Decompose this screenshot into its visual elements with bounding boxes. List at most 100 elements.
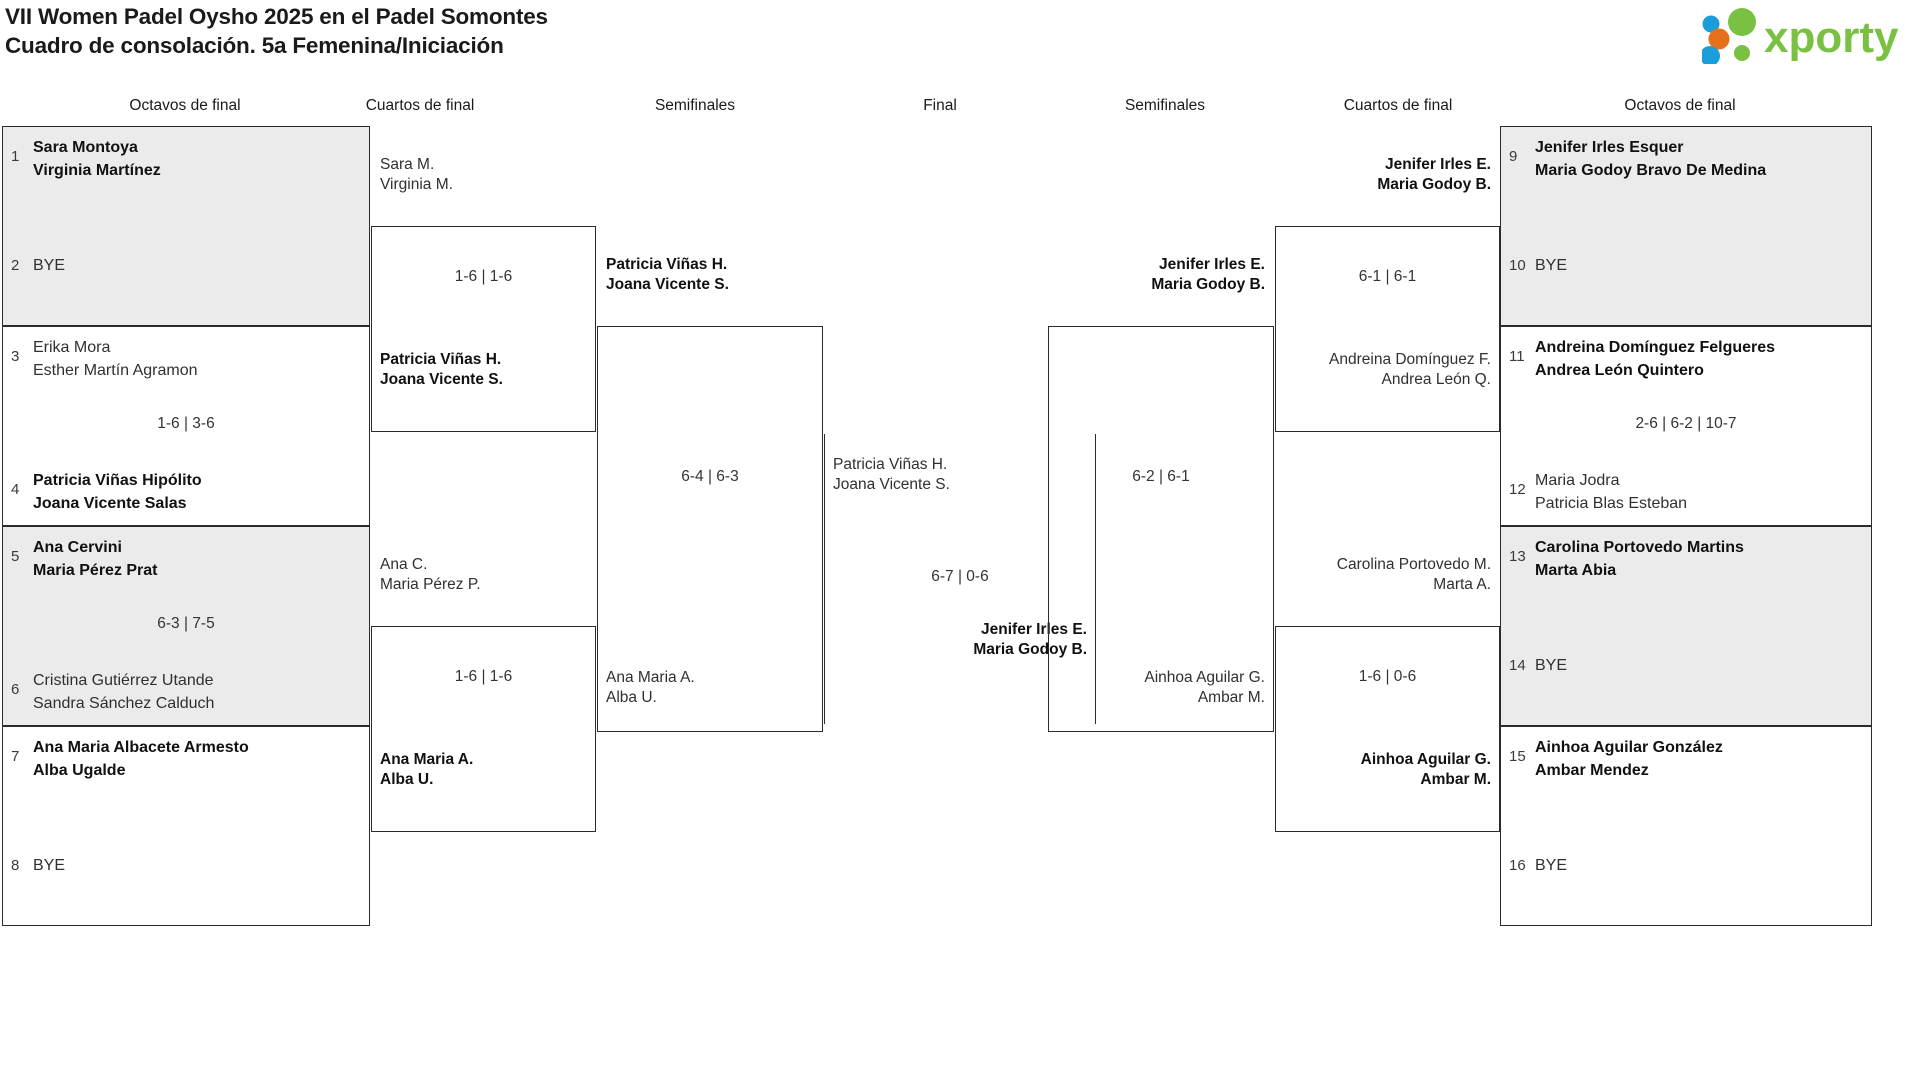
qf-box-right-1[interactable] xyxy=(1275,226,1500,432)
match-15-bottom-player[interactable]: 16 BYE xyxy=(1509,855,1863,878)
round-header-left-qf: Cuartos de final xyxy=(365,97,475,114)
match-2-top-player[interactable]: 3 Erika Mora Esther Martín Agramon xyxy=(11,337,361,382)
seed-number: 14 xyxy=(1509,657,1526,674)
player-names: Carolina Portovedo Martins Marta Abia xyxy=(1535,537,1744,582)
player-line-2: Alba Ugalde xyxy=(33,761,126,779)
qf-right-1-score: 6-1 | 6-1 xyxy=(1358,268,1417,285)
seed-number: 13 xyxy=(1509,548,1526,565)
player-line-2: Andrea León Q. xyxy=(1381,370,1491,388)
qf-left-2-top-names: Ana C. Maria Pérez P. xyxy=(380,555,481,594)
player-line-2: Alba U. xyxy=(380,770,434,788)
player-line-1: Patricia Viñas H. xyxy=(833,456,948,473)
player-line-1: Sara Montoya xyxy=(33,139,138,156)
title-line-1: VII Women Padel Oysho 2025 en el Padel S… xyxy=(5,4,548,29)
player-line-1: Jenifer Irles E. xyxy=(981,621,1087,638)
match-13-top-player[interactable]: 13 Carolina Portovedo Martins Marta Abia xyxy=(1509,537,1863,582)
player-line-2: Maria Godoy B. xyxy=(1377,175,1491,193)
qf-right-2-score: 1-6 | 0-6 xyxy=(1358,668,1417,685)
seed-number: 11 xyxy=(1509,348,1525,365)
qf-box-left-2[interactable] xyxy=(371,626,596,832)
qf-right-2-top-names: Carolina Portovedo M. Marta A. xyxy=(1275,555,1491,594)
match-4-top-player[interactable]: 7 Ana Maria Albacete Armesto Alba Ugalde xyxy=(11,737,361,782)
match-block-9[interactable]: 9 Jenifer Irles Esquer Maria Godoy Bravo… xyxy=(1500,126,1872,326)
sf-box-left[interactable] xyxy=(597,326,823,732)
qf-left-2-bottom-names: Ana Maria A. Alba U. xyxy=(380,750,473,789)
final-bottom-names: Jenifer Irles E. Maria Godoy B. xyxy=(824,620,1087,659)
match-2-bottom-player[interactable]: 4 Patricia Viñas Hipólito Joana Vicente … xyxy=(11,470,361,515)
match-1-top-player[interactable]: 1 Sara Montoya Virginia Martínez xyxy=(11,137,361,182)
player-line-2: Joana Vicente Salas xyxy=(33,494,187,512)
player-names: Andreina Domínguez Felgueres Andrea León… xyxy=(1535,337,1775,382)
final-box[interactable] xyxy=(824,434,1096,724)
qf-right-2-bottom-names: Ainhoa Aguilar G. Ambar M. xyxy=(1275,750,1491,789)
match-2-score: 1-6 | 3-6 xyxy=(157,415,215,432)
match-11-score: 2-6 | 6-2 | 10-7 xyxy=(1635,415,1737,432)
player-line-2: Virginia Martínez xyxy=(33,161,161,179)
player-line-2: Maria Pérez P. xyxy=(380,575,481,593)
player-line-2: Joana Vicente S. xyxy=(380,370,503,388)
title-line-2: Cuadro de consolación. 5a Femenina/Inici… xyxy=(5,33,504,58)
seed-number: 15 xyxy=(1509,748,1526,765)
qf-left-1-score: 1-6 | 1-6 xyxy=(454,268,513,285)
sf-left-top-names: Patricia Viñas H. Joana Vicente S. xyxy=(606,255,729,294)
seed-number: 5 xyxy=(11,548,20,565)
player-line-2: Marta Abia xyxy=(1535,561,1617,579)
player-line-1: Erika Mora xyxy=(33,339,111,356)
match-block-2[interactable]: 3 Erika Mora Esther Martín Agramon 1-6 |… xyxy=(2,326,370,526)
seed-number: 3 xyxy=(11,348,20,365)
player-names: Patricia Viñas Hipólito Joana Vicente Sa… xyxy=(33,470,202,515)
player-line-2: Maria Godoy Bravo De Medina xyxy=(1535,161,1767,179)
match-9-bottom-player[interactable]: 10 BYE xyxy=(1509,255,1863,278)
player-line-2: Ambar Mendez xyxy=(1535,761,1649,779)
player-line-1: Patricia Viñas H. xyxy=(606,256,728,273)
player-names: Cristina Gutiérrez Utande Sandra Sánchez… xyxy=(33,670,214,715)
match-1-bottom-player[interactable]: 2 BYE xyxy=(11,255,361,278)
player-line-1: Jenifer Irles E. xyxy=(1159,256,1265,273)
page-title: VII Women Padel Oysho 2025 en el Padel S… xyxy=(5,2,1105,60)
player-line-1: Carolina Portovedo M. xyxy=(1336,556,1491,573)
player-names: Erika Mora Esther Martín Agramon xyxy=(33,337,198,382)
sf-right-top-names: Jenifer Irles E. Maria Godoy B. xyxy=(1048,255,1265,294)
sf-box-right[interactable] xyxy=(1048,326,1274,732)
player-line-1: Ana Cervini xyxy=(33,539,122,556)
xporty-logo: xporty xyxy=(1702,6,1912,64)
player-line-2: Ambar M. xyxy=(1420,770,1491,788)
qf-right-1-bottom-names: Andreina Domínguez F. Andrea León Q. xyxy=(1275,350,1491,389)
match-3-bottom-player[interactable]: 6 Cristina Gutiérrez Utande Sandra Sánch… xyxy=(11,670,361,715)
player-line-1: Patricia Viñas H. xyxy=(380,351,502,368)
seed-number: 2 xyxy=(11,257,20,274)
match-3-top-player[interactable]: 5 Ana Cervini Maria Pérez Prat xyxy=(11,537,361,582)
match-11-top-player[interactable]: 11 Andreina Domínguez Felgueres Andrea L… xyxy=(1509,337,1863,382)
qf-box-left-1[interactable] xyxy=(371,226,596,432)
player-line-1: Andreina Domínguez Felgueres xyxy=(1535,339,1776,356)
match-block-3[interactable]: 5 Ana Cervini Maria Pérez Prat 6-3 | 7-5… xyxy=(2,526,370,726)
match-9-top-player[interactable]: 9 Jenifer Irles Esquer Maria Godoy Bravo… xyxy=(1509,137,1863,182)
player-line-2: Maria Pérez Prat xyxy=(33,561,158,579)
match-block-13[interactable]: 13 Carolina Portovedo Martins Marta Abia… xyxy=(1500,526,1872,726)
player-line-1: Sara M. xyxy=(380,156,435,173)
seed-number: 16 xyxy=(1509,857,1526,874)
qf-box-right-2[interactable] xyxy=(1275,626,1500,832)
match-13-bottom-player[interactable]: 14 BYE xyxy=(1509,655,1863,678)
player-line-2: Maria Godoy B. xyxy=(973,640,1087,658)
player-line-1: Jenifer Irles E. xyxy=(1385,156,1491,173)
match-block-15[interactable]: 15 Ainhoa Aguilar González Ambar Mendez … xyxy=(1500,726,1872,926)
match-block-4[interactable]: 7 Ana Maria Albacete Armesto Alba Ugalde… xyxy=(2,726,370,926)
match-4-bottom-player[interactable]: 8 BYE xyxy=(11,855,361,878)
sf-right-score: 6-2 | 6-1 xyxy=(1132,468,1190,485)
seed-number: 9 xyxy=(1509,148,1518,165)
player-line-1: Ana Maria A. xyxy=(380,751,474,768)
svg-text:xporty: xporty xyxy=(1764,13,1899,62)
player-names: Ana Maria Albacete Armesto Alba Ugalde xyxy=(33,737,249,782)
player-names: Ana Cervini Maria Pérez Prat xyxy=(33,537,158,582)
match-block-11[interactable]: 11 Andreina Domínguez Felgueres Andrea L… xyxy=(1500,326,1872,526)
match-block-1[interactable]: 1 Sara Montoya Virginia Martínez 2 BYE xyxy=(2,126,370,326)
final-top-names: Patricia Viñas H. Joana Vicente S. xyxy=(833,455,950,494)
match-11-bottom-player[interactable]: 12 Maria Jodra Patricia Blas Esteban xyxy=(1509,470,1863,515)
player-line-1: Jenifer Irles Esquer xyxy=(1535,139,1684,156)
match-15-top-player[interactable]: 15 Ainhoa Aguilar González Ambar Mendez xyxy=(1509,737,1863,782)
bye-label: BYE xyxy=(1535,857,1568,874)
round-header-right-sf: Semifinales xyxy=(1124,97,1206,114)
seed-number: 1 xyxy=(11,148,20,165)
